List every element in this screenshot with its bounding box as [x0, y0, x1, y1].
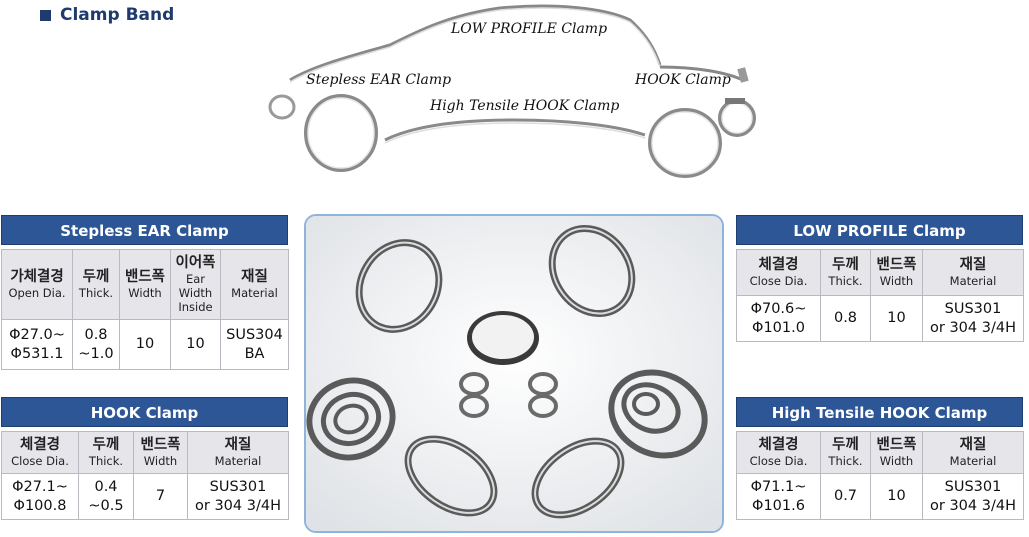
ring-bottom-left — [404, 435, 498, 517]
low-profile-title: LOW PROFILE Clamp — [736, 215, 1023, 245]
cell-open-dia: Φ27.0~ Φ531.1 — [1, 319, 73, 370]
section-title: Clamp Band — [60, 5, 175, 25]
cell-thick: 0.8 — [820, 295, 871, 342]
cell-close-dia: Φ70.6~ Φ101.0 — [736, 295, 821, 342]
section-header: Clamp Band — [40, 5, 174, 25]
product-photo — [304, 214, 724, 533]
small-ring-left — [268, 94, 296, 120]
cell-thick: 0.7 — [820, 473, 871, 520]
table-row: Φ27.1~ Φ100.8 0.4 ~0.5 7 SUS301 or 304 3… — [1, 473, 289, 520]
roof-band — [289, 4, 662, 82]
cell-width: 7 — [133, 473, 188, 520]
small-clamps-left — [459, 372, 489, 418]
cell-material: SUS301 or 304 3/4H — [187, 473, 289, 520]
cell-material: SUS304 BA — [220, 319, 289, 370]
rings-left-nested — [306, 377, 396, 461]
small-clamps-right — [528, 372, 558, 418]
hook-title: HOOK Clamp — [1, 397, 288, 427]
cell-thick: 0.4 ~0.5 — [78, 473, 134, 520]
car-label-low-profile: LOW PROFILE Clamp — [451, 21, 608, 37]
cell-close-dia: Φ71.1~ Φ101.6 — [736, 473, 821, 520]
stepless-ear-title: Stepless EAR Clamp — [1, 215, 288, 245]
cell-thick: 0.8 ~1.0 — [72, 319, 120, 370]
car-label-stepless-ear: Stepless EAR Clamp — [306, 72, 452, 88]
ring-center — [467, 311, 539, 365]
hook-ring-small — [718, 99, 756, 137]
table-row: Φ27.0~ Φ531.1 0.8 ~1.0 10 10 SUS304 BA — [1, 319, 289, 370]
cell-width: 10 — [870, 295, 923, 342]
cell-material: SUS301 or 304 3/4H — [922, 295, 1024, 342]
ring-top-left — [355, 239, 443, 333]
cell-width: 10 — [870, 473, 923, 520]
ring-top-right — [548, 224, 636, 318]
rings-right-nested — [608, 369, 708, 459]
clamp-rings-image — [306, 216, 722, 531]
hood-band — [659, 65, 744, 82]
cell-material: SUS301 or 304 3/4H — [922, 473, 1024, 520]
stepless-ear-ring — [304, 94, 378, 172]
car-clamp-illustration — [268, 4, 756, 178]
high-tensile-hook-title: High Tensile HOOK Clamp — [736, 397, 1023, 427]
square-bullet-icon — [40, 9, 51, 21]
cell-ear-width: 10 — [170, 319, 221, 370]
ring-bottom-right — [531, 437, 625, 519]
cell-close-dia: Φ27.1~ Φ100.8 — [1, 473, 79, 520]
lower-band — [384, 118, 646, 142]
car-label-hook: HOOK Clamp — [635, 72, 731, 88]
table-row: Φ71.1~ Φ101.6 0.7 10 SUS301 or 304 3/4H — [736, 473, 1024, 520]
table-row: Φ70.6~ Φ101.0 0.8 10 SUS301 or 304 3/4H — [736, 295, 1024, 342]
hook-ring-large — [648, 108, 722, 178]
car-label-high-tensile-hook: High Tensile HOOK Clamp — [430, 98, 620, 114]
cell-width: 10 — [119, 319, 171, 370]
